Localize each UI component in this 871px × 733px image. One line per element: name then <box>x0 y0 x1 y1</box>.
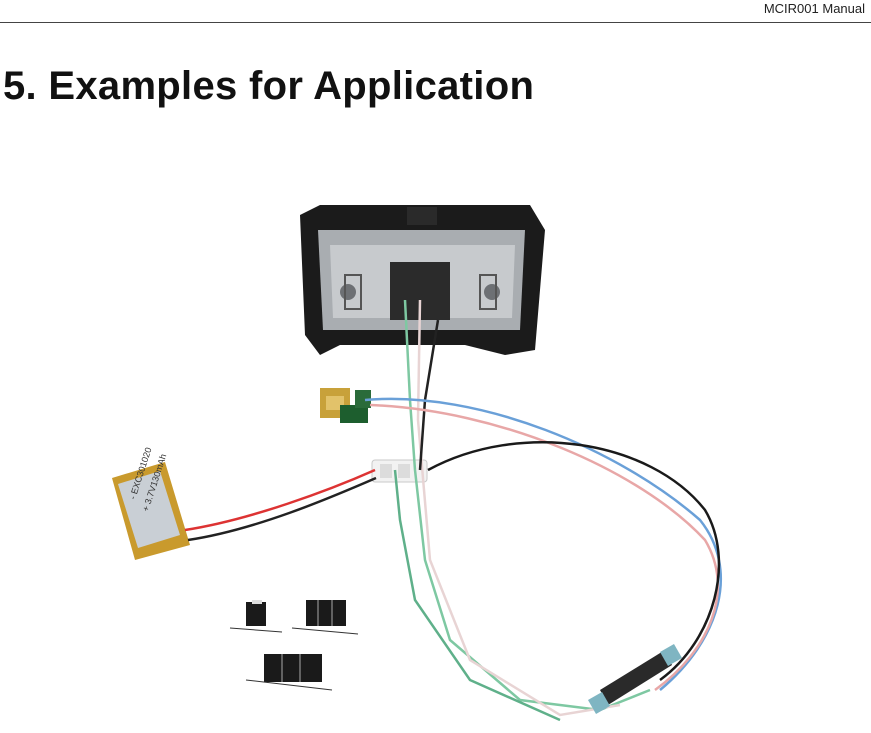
reader-module <box>588 644 682 714</box>
wire-bundle <box>364 299 722 722</box>
card-reader-head <box>300 205 545 355</box>
mini-usb-connector <box>320 388 371 423</box>
jst-connector <box>371 459 428 483</box>
battery: - EXC301020 + 3.7V130mAh <box>112 446 377 560</box>
application-photo: - EXC301020 + 3.7V130mAh <box>112 205 722 722</box>
section-title: 5. Examples for Application <box>3 64 535 108</box>
magnetic-heads <box>229 600 359 691</box>
manual-name: MCIR001 Manual <box>763 1 865 16</box>
page-header: MCIR001 Manual <box>0 0 871 23</box>
